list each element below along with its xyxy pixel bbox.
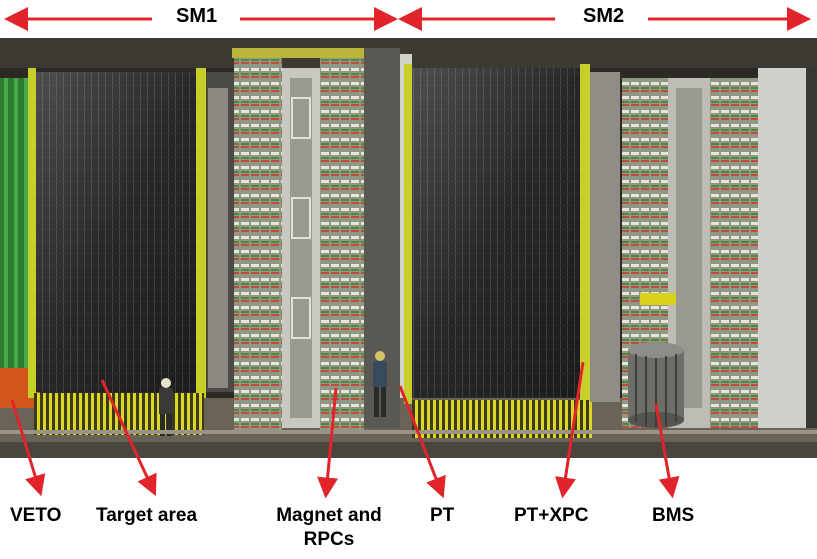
sm2-label: SM2 <box>583 5 625 27</box>
bms-cylinder <box>628 342 684 428</box>
bms-label: BMS <box>652 505 695 526</box>
person-sm1 <box>159 378 173 436</box>
ptxpc-label: PT+XPC <box>514 505 589 526</box>
pt-label: PT <box>430 505 455 526</box>
magnet-label-line1: Magnet and <box>276 505 382 526</box>
section-arrows <box>4 7 811 31</box>
section-header: SM1 SM2 <box>0 0 817 38</box>
magnet-rpcs-label: Magnet and RPCs <box>262 504 396 552</box>
sm2-target-wall <box>400 54 620 438</box>
person-pt <box>373 351 387 417</box>
detector-illustration <box>0 38 817 458</box>
sm1-label: SM1 <box>176 5 218 27</box>
sm1-target-wall <box>28 68 234 435</box>
target-area-label: Target area <box>96 505 198 526</box>
veto-label: VETO <box>10 505 62 526</box>
detector-photo <box>0 38 817 458</box>
magnet-label-line2: RPCs <box>303 529 355 550</box>
